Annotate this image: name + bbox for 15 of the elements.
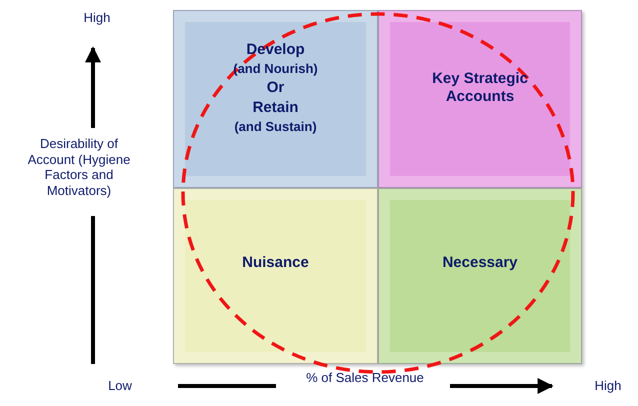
quadrant-box [173,10,378,188]
quadrant-label: Or [266,78,284,97]
quadrant-label: Develop [246,41,305,59]
quadrant-label: (and Sustain) [234,118,317,134]
quadrant-label: Key Strategic Accounts [431,70,529,106]
axis-label: High [594,378,622,394]
quadrant-label: (and Nourish) [233,61,318,77]
quadrant-label: Retain [252,98,298,117]
quadrant-box [173,188,378,364]
quadrant-box [378,10,582,188]
quadrant-label: Nuisance [242,254,309,272]
quadrant-box [378,188,582,364]
axis-label: High [82,10,112,26]
axis-label: Low [107,378,133,394]
quadrant-label: Necessary [442,254,518,272]
